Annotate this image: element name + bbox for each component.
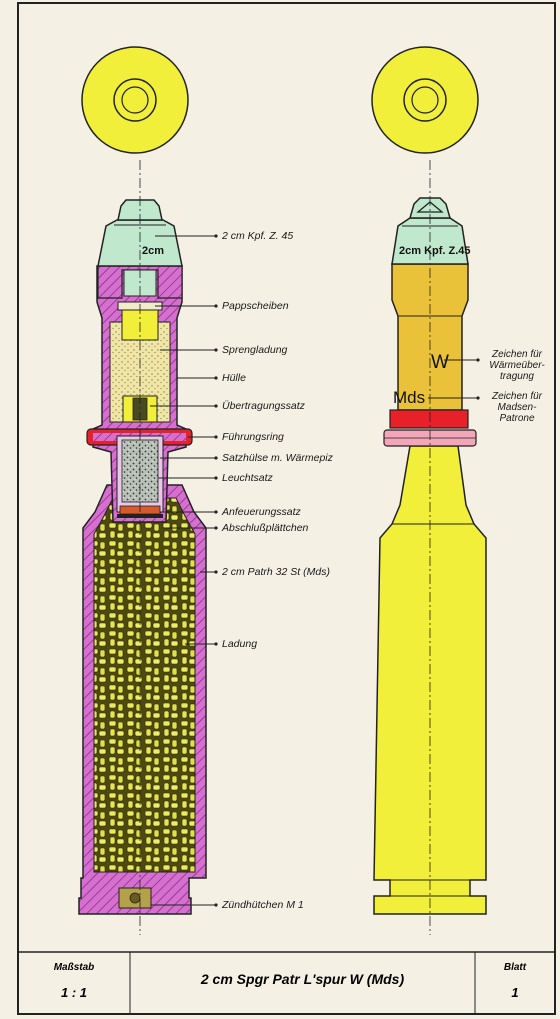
- label-madsen-marking: Zeichen für Madsen- Patrone: [482, 391, 552, 424]
- label-heat-line3: tragung: [500, 371, 534, 382]
- label-propellant: Ladung: [222, 638, 258, 650]
- label-tracer-composition: Leuchtsatz: [222, 472, 273, 484]
- label-igniter: Anfeuerungssatz: [222, 506, 301, 518]
- label-shell-body: Hülle: [222, 372, 246, 384]
- madsen-red-band: [389, 409, 469, 429]
- scale-value: 1 : 1: [60, 985, 87, 1000]
- label-heat-line2: Wärmeüber-: [489, 360, 545, 371]
- sheet-border: [17, 2, 556, 1015]
- sheet-value: 1: [511, 985, 519, 1000]
- scale-label: Maßstab: [53, 962, 95, 973]
- drawing-title: 2 cm Spgr Patr L'spur W (Mds): [200, 971, 405, 987]
- mds-marking: Mds: [393, 388, 425, 407]
- label-heat-marking: Zeichen für Wärmeüber- tragung: [482, 349, 552, 382]
- fuze-body: [97, 219, 183, 267]
- propellant-charge: [93, 497, 196, 873]
- label-madsen-line1: Zeichen für: [491, 391, 543, 402]
- base-view-left: [81, 46, 189, 154]
- base-view-right: [371, 46, 479, 154]
- title-block-title: 2 cm Spgr Patr L'spur W (Mds): [130, 952, 475, 1014]
- label-closing-disc: Abschlußplättchen: [222, 522, 309, 534]
- label-case: 2 cm Patrh 32 St (Mds): [222, 566, 330, 578]
- sheet-label: Blatt: [503, 962, 527, 973]
- label-driving-band: Führungsring: [222, 431, 284, 443]
- leader-dots: [214, 234, 480, 907]
- label-madsen-line2: Madsen-: [497, 402, 537, 413]
- label-fuze: 2 cm Kpf. Z. 45: [222, 230, 294, 242]
- section-view: [78, 160, 207, 935]
- title-block-sheet: Blatt 1: [475, 952, 555, 1014]
- label-primer: Zündhütchen M 1: [222, 899, 304, 911]
- w-marking: W: [431, 352, 449, 373]
- exterior-view: [373, 160, 487, 935]
- label-madsen-line3: Patrone: [499, 413, 535, 424]
- label-heat-line1: Zeichen für: [491, 349, 543, 360]
- label-bursting-charge: Sprengladung: [222, 344, 288, 356]
- fuze-marking-right: 2cm Kpf. Z.45: [399, 245, 471, 257]
- label-cardboard-discs: Pappscheiben: [222, 300, 289, 312]
- title-block-scale: Maßstab 1 : 1: [18, 952, 130, 1014]
- fuze-marking-left: 2cm: [142, 245, 164, 257]
- label-transfer-charge: Übertragungssatz: [222, 400, 305, 412]
- label-tracer-container: Satzhülse m. Wärmepiz: [222, 452, 333, 464]
- leader-lines: [150, 235, 478, 906]
